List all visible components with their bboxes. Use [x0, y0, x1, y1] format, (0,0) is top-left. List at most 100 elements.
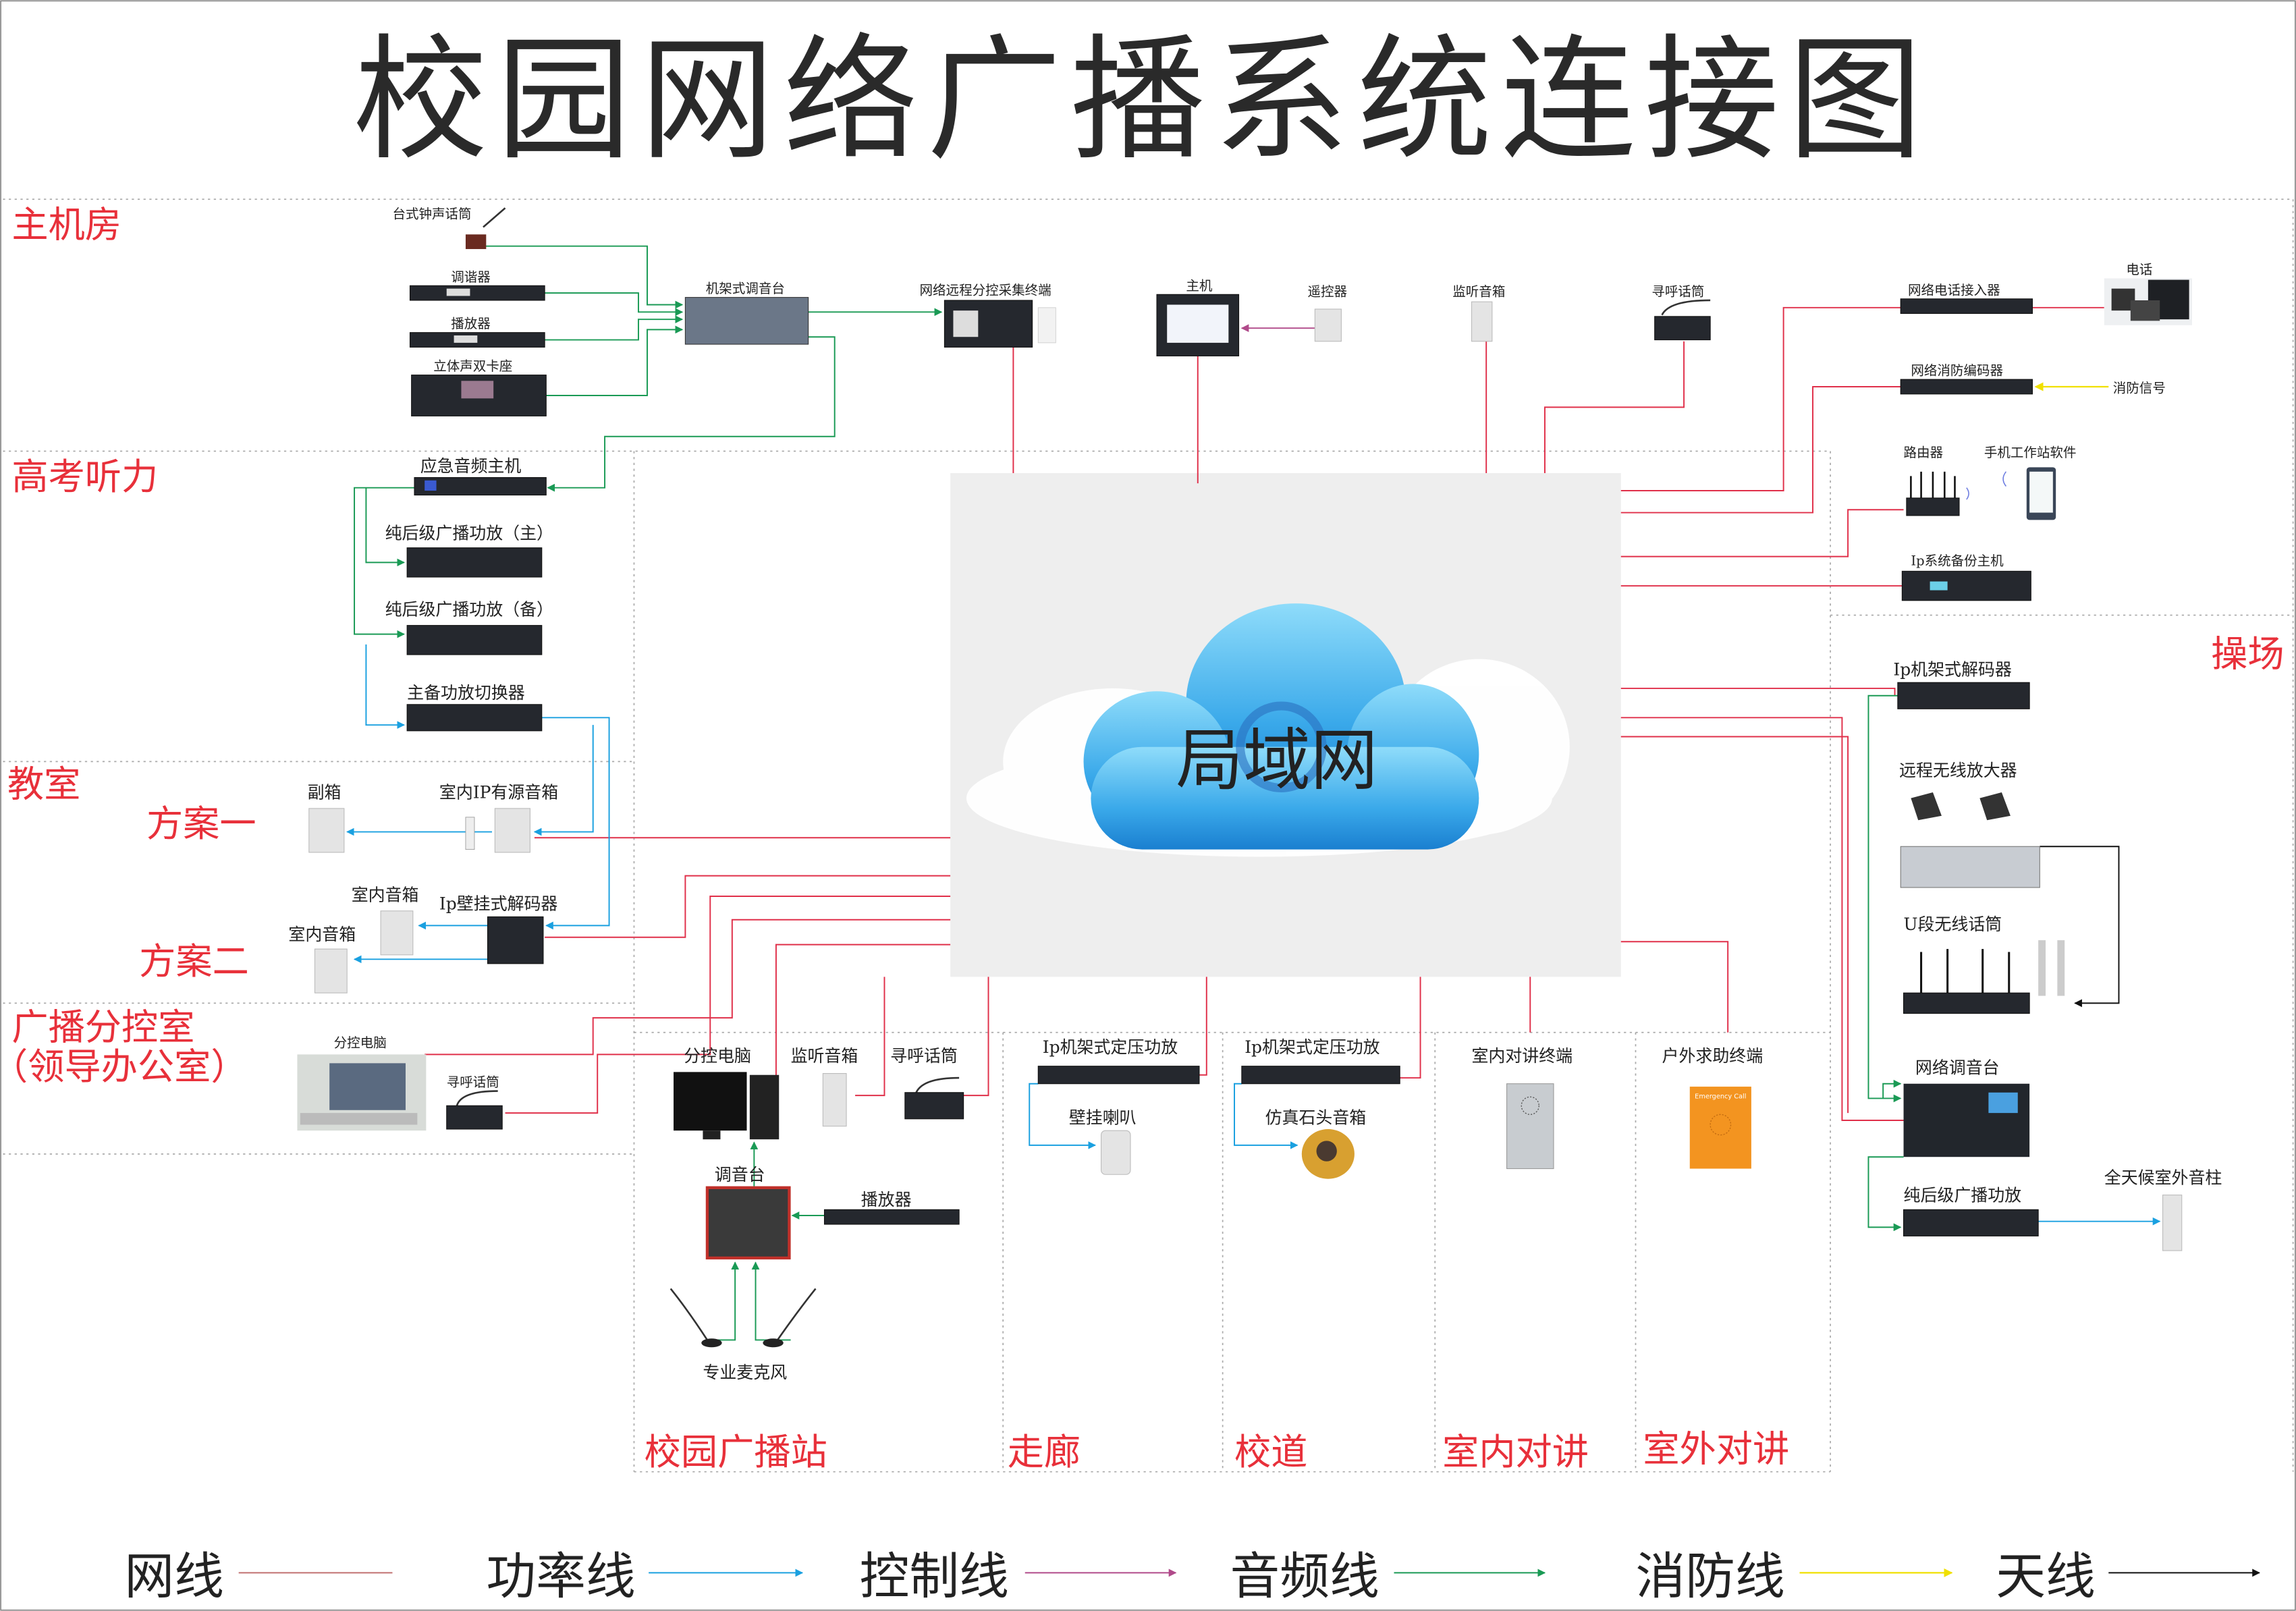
audio-lines — [354, 245, 1904, 1341]
device-label: 全天候室外音柱 — [2104, 1168, 2222, 1187]
legend-item-power: 功率线 — [486, 1548, 804, 1606]
device-desk-chime-mic[interactable]: 台式钟声话筒 — [392, 206, 506, 250]
device-rack-decoder[interactable]: Ip机架式解码器 — [1893, 659, 2030, 709]
section-playground: 操场 — [2211, 632, 2284, 675]
section-campus-road: 校道 — [1234, 1431, 1307, 1473]
device-label: 电话 — [2126, 262, 2152, 277]
device-road-amp[interactable]: Ip机架式定压功放 — [1241, 1037, 1400, 1085]
device-label: 机架式调音台 — [706, 281, 785, 296]
device-label: 分控电脑 — [334, 1035, 387, 1050]
section-plan-two: 方案二 — [139, 940, 249, 983]
device-label: 播放器 — [451, 316, 491, 331]
page-title: 校园网络广播系统连接图 — [353, 22, 1932, 179]
section-plan-one: 方案一 — [146, 802, 256, 845]
device-mobile-app[interactable]: 手机工作站软件 — [1984, 445, 2077, 520]
device-label: 手机工作站软件 — [1984, 445, 2077, 460]
device-station-mixer[interactable]: 调音台 — [705, 1165, 791, 1260]
device-label: 远程无线放大器 — [1899, 761, 2017, 780]
device-station-paging-mic[interactable]: 寻呼话筒 — [890, 1046, 964, 1120]
device-network-mixer[interactable]: 网络调音台 — [1903, 1058, 2030, 1157]
device-host[interactable]: 主机 — [1156, 278, 1240, 356]
device-station-pc[interactable]: 分控电脑 — [674, 1046, 780, 1140]
device-label: Ip机架式定压功放 — [1043, 1037, 1178, 1057]
device-station-monitor[interactable]: 监听音箱 — [791, 1046, 858, 1127]
device-remote-control[interactable]: 遥控器 — [1307, 283, 1347, 342]
device-label: 分控电脑 — [684, 1046, 751, 1066]
device-outdoor-column[interactable]: 全天候室外音柱 — [2104, 1168, 2222, 1251]
device-label: Ip机架式解码器 — [1893, 659, 2012, 679]
section-exam-listening: 高考听力 — [11, 456, 158, 498]
device-label: 监听音箱 — [791, 1046, 858, 1066]
section-branch-room: 广播分控室 — [11, 1006, 194, 1049]
device-amp-main[interactable]: 纯后级广播功放（主） — [385, 524, 553, 578]
svg-text:音频线: 音频线 — [1230, 1548, 1379, 1606]
legend-item-network: 网线 — [124, 1548, 393, 1606]
device-corridor-amp[interactable]: Ip机架式定压功放 — [1037, 1037, 1200, 1085]
device-indoor-speaker-2[interactable]: 室内音箱 — [288, 925, 356, 993]
device-indoor-intercom-terminal[interactable]: 室内对讲终端 — [1471, 1046, 1573, 1170]
device-label: 路由器 — [1904, 445, 1944, 460]
device-branch-pc[interactable]: 分控电脑 — [297, 1035, 427, 1131]
device-label: 遥控器 — [1307, 283, 1347, 299]
device-label: 网络消防编码器 — [1911, 363, 2003, 379]
device-outdoor-help-terminal[interactable]: 户外求助终端 Emergency Call — [1662, 1046, 1764, 1169]
device-label: 主机 — [1186, 278, 1213, 294]
legend-item-antenna: 天线 — [1996, 1548, 2260, 1606]
device-player[interactable]: 播放器 — [409, 316, 545, 348]
device-amp-backup[interactable]: 纯后级广播功放（备） — [385, 599, 553, 655]
device-label: 调音台 — [715, 1165, 765, 1184]
device-label: 网络电话接入器 — [1908, 282, 2000, 298]
device-label: Ip系统备份主机 — [1911, 553, 2004, 569]
device-label: 台式钟声话筒 — [392, 206, 471, 221]
device-label: 播放器 — [861, 1190, 912, 1209]
device-pro-mic[interactable]: 专业麦克风 — [669, 1288, 817, 1382]
device-label: 室内音箱 — [288, 925, 356, 944]
device-backup-host[interactable]: Ip系统备份主机 — [1901, 553, 2031, 601]
section-indoor-intercom: 室内对讲 — [1442, 1431, 1589, 1473]
network-lines — [425, 306, 2104, 1121]
device-playground-amp[interactable]: 纯后级广播功放 — [1903, 1185, 2039, 1236]
device-dual-cassette[interactable]: 立体声双卡座 — [411, 358, 547, 416]
device-router[interactable]: 路由器 — [1904, 445, 1969, 516]
device-wireless-amp[interactable]: 远程无线放大器 — [1899, 761, 2040, 888]
device-wall-horn[interactable]: 壁挂喇叭 — [1069, 1108, 1137, 1175]
device-rack-mixer[interactable]: 机架式调音台 — [684, 281, 809, 345]
device-remote-terminal[interactable]: 网络远程分控采集终端 — [920, 282, 1056, 348]
device-rock-speaker[interactable]: 仿真石头音箱 — [1265, 1108, 1367, 1179]
device-label: 调谐器 — [451, 269, 491, 285]
device-label: 户外求助终端 — [1662, 1046, 1764, 1066]
lan-cloud: 局域网 — [950, 472, 1621, 977]
svg-text:功率线: 功率线 — [486, 1548, 635, 1606]
device-monitor-speaker[interactable]: 监听音箱 — [1452, 283, 1505, 342]
section-branch-room-sub: （领导办公室） — [0, 1045, 248, 1088]
device-telephone[interactable]: 电话 — [2104, 262, 2192, 325]
device-emergency-host[interactable]: 应急音频主机 — [414, 456, 547, 496]
svg-text:消防线: 消防线 — [1635, 1548, 1784, 1606]
device-amp-switcher[interactable]: 主备功放切换器 — [406, 683, 543, 732]
legend: 网线 功率线 控制线 音频线 消防线 天线 — [124, 1548, 2260, 1606]
device-label: 纯后级广播功放 — [1904, 1185, 2022, 1205]
device-label: 立体声双卡座 — [433, 358, 512, 374]
device-label: 寻呼话筒 — [447, 1074, 499, 1090]
device-phone-gateway[interactable]: 网络电话接入器 — [1900, 282, 2033, 315]
legend-item-control: 控制线 — [860, 1548, 1177, 1606]
device-sub-speaker[interactable]: 副箱 — [308, 783, 345, 853]
device-label: 副箱 — [308, 783, 341, 802]
fire-signal-label: 消防信号 — [2113, 381, 2166, 396]
device-label: Ip壁挂式解码器 — [439, 894, 558, 914]
device-branch-paging-mic[interactable]: 寻呼话筒 — [446, 1074, 503, 1130]
device-paging-mic[interactable]: 寻呼话筒 — [1651, 283, 1711, 341]
device-uhf-mic[interactable]: U段无线话筒 — [1903, 914, 2065, 1014]
device-fire-encoder[interactable]: 网络消防编码器 — [1900, 363, 2033, 395]
device-ip-active-speaker[interactable]: 室内IP有源音箱 — [439, 783, 558, 853]
device-label: 专业麦克风 — [703, 1363, 787, 1382]
device-tuner[interactable]: 调谐器 — [409, 269, 545, 301]
zone-borders — [3, 198, 2294, 1473]
device-wall-decoder[interactable]: Ip壁挂式解码器 — [439, 894, 558, 964]
device-indoor-speaker-1[interactable]: 室内音箱 — [352, 885, 419, 956]
device-station-player[interactable]: 播放器 — [823, 1190, 960, 1225]
device-label: 纯后级广播功放（主） — [385, 524, 553, 543]
cloud-label: 局域网 — [1176, 721, 1377, 800]
svg-text:控制线: 控制线 — [860, 1548, 1009, 1606]
